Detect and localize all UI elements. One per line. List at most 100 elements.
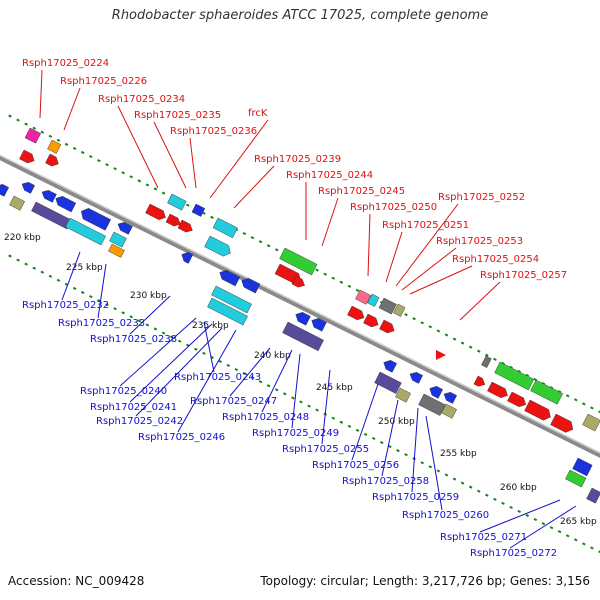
inner-guide-dot bbox=[460, 481, 465, 485]
gene-blue-arrow bbox=[443, 392, 457, 404]
inner-guide-dot bbox=[72, 286, 77, 291]
gene-label-top: Rsph17025_0224 bbox=[22, 58, 109, 69]
gene-label-top: Rsph17025_0254 bbox=[452, 254, 539, 265]
leader-line-bottom bbox=[177, 329, 237, 433]
leader-line-bottom bbox=[509, 505, 577, 549]
gene-red-arrow bbox=[379, 319, 395, 334]
outer-guide-dot bbox=[420, 321, 424, 325]
gene-red-arrow bbox=[19, 149, 35, 164]
leader-line-top bbox=[321, 197, 339, 247]
gene-label-top: Rsph17025_0236 bbox=[170, 126, 257, 137]
gene-red-arrow bbox=[524, 399, 551, 421]
outer-guide-dot bbox=[80, 150, 85, 155]
inner-guide-dot bbox=[145, 323, 150, 327]
gene-gray bbox=[481, 355, 492, 368]
tick-label: 255 kbp bbox=[440, 449, 477, 459]
gene-blue-arrow bbox=[55, 196, 77, 213]
leader-line-top bbox=[189, 137, 197, 189]
gene-label-bottom: Rsph17025_0246 bbox=[138, 432, 225, 443]
gene-green bbox=[279, 247, 318, 276]
outer-guide-dot bbox=[113, 167, 117, 171]
inner-guide-dot bbox=[533, 517, 538, 522]
outer-guide-dot bbox=[339, 280, 344, 284]
gene-red-arrow bbox=[507, 391, 527, 408]
leader-line-bottom bbox=[229, 347, 271, 397]
leader-line-top bbox=[153, 121, 187, 189]
leader-line-top bbox=[117, 105, 159, 189]
outer-guide-dot bbox=[347, 284, 352, 288]
leader-line-bottom bbox=[381, 399, 399, 477]
outer-guide-dot bbox=[468, 345, 473, 349]
leader-line-bottom bbox=[411, 407, 419, 493]
gene-blue-arrow bbox=[0, 184, 9, 197]
outer-guide-dot bbox=[274, 248, 279, 252]
tick-label: 225 kbp bbox=[66, 263, 103, 273]
outer-guide-dot bbox=[598, 410, 600, 414]
inner-guide-dot bbox=[242, 372, 247, 376]
gene-label-top: Rsph17025_0239 bbox=[254, 154, 341, 165]
leader-line-bottom bbox=[129, 295, 171, 335]
leader-line-bottom bbox=[261, 349, 293, 413]
gene-blue bbox=[191, 203, 206, 217]
gene-label-bottom: Rsph17025_0260 bbox=[402, 510, 489, 521]
outer-guide-dot bbox=[315, 268, 319, 272]
outer-guide-dot bbox=[573, 398, 578, 402]
inner-guide-dot bbox=[258, 380, 263, 384]
inner-guide-dot bbox=[24, 262, 28, 266]
map-title: Rhodobacter sphaeroides ATCC 17025, comp… bbox=[111, 8, 489, 23]
inner-guide-dot bbox=[105, 303, 109, 307]
outer-guide-dot bbox=[485, 353, 489, 357]
gene-cyan bbox=[367, 293, 380, 307]
outer-guide-dot bbox=[210, 215, 214, 219]
outer-guide-dot bbox=[404, 313, 408, 317]
gene-label-top: Rsph17025_0253 bbox=[436, 236, 523, 247]
gene-purple bbox=[282, 321, 324, 352]
genome-backbone bbox=[0, 154, 600, 458]
inner-guide-dot bbox=[404, 453, 408, 457]
inner-guide-dot bbox=[371, 436, 376, 441]
gene-label-bottom: Rsph17025_0247 bbox=[190, 396, 277, 407]
leader-line-top bbox=[401, 247, 457, 291]
outer-guide-dot bbox=[323, 272, 327, 276]
inner-guide-dot bbox=[16, 258, 20, 262]
inner-guide-dot bbox=[396, 449, 400, 453]
inner-guide-dot bbox=[226, 363, 231, 368]
gene-label-bottom: Rsph17025_0249 bbox=[252, 428, 339, 439]
gene-features bbox=[0, 127, 600, 504]
gene-label-bottom: Rsph17025_0233 bbox=[58, 318, 145, 329]
inner-guide-dot bbox=[283, 392, 287, 396]
inner-guide-dot bbox=[234, 367, 239, 372]
gene-magenta bbox=[24, 127, 41, 144]
inner-guide-dot bbox=[476, 489, 481, 493]
tick-label: 220 kbp bbox=[4, 233, 41, 243]
leader-line-bottom bbox=[479, 499, 561, 533]
inner-guide-dot bbox=[509, 505, 513, 509]
inner-guide-dot bbox=[80, 290, 85, 295]
outer-guide-dot bbox=[436, 329, 441, 333]
leader-line-bottom bbox=[351, 383, 379, 461]
tick-label: 230 kbp bbox=[130, 291, 167, 301]
gene-blue-arrow bbox=[241, 278, 261, 294]
gene-label-bottom: Rsph17025_0241 bbox=[90, 402, 177, 413]
gene-blue-arrow bbox=[295, 312, 311, 326]
tick-label: 245 kbp bbox=[316, 383, 353, 393]
gene-label-top: Rsph17025_0244 bbox=[286, 170, 373, 181]
inner-guide-dot bbox=[40, 270, 45, 274]
backbone-line bbox=[0, 154, 600, 458]
gene-blue bbox=[572, 457, 593, 477]
inner-guide-dot bbox=[56, 278, 61, 282]
gene-olive bbox=[441, 403, 457, 419]
gene-cyan-arrow bbox=[204, 235, 231, 257]
gene-blue-arrow bbox=[117, 222, 133, 235]
gene-red-arrow bbox=[487, 381, 508, 398]
gene-label-top: Rsph17025_0257 bbox=[480, 270, 567, 281]
outer-guide-dot bbox=[137, 179, 142, 183]
inner-guide-dot bbox=[97, 299, 101, 303]
gene-red-arrow bbox=[473, 375, 486, 387]
outer-guide-dot bbox=[250, 236, 255, 240]
outer-guide-dot bbox=[97, 159, 101, 163]
gene-label-top: Rsph17025_0235 bbox=[134, 110, 221, 121]
outer-guide-dot bbox=[266, 244, 271, 248]
outer-guide-dot bbox=[8, 114, 12, 118]
gene-green bbox=[530, 379, 563, 405]
